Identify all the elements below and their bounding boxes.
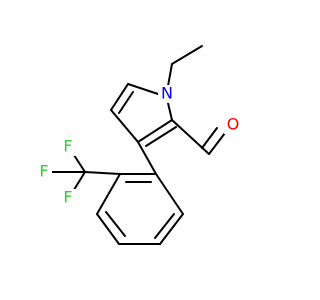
oxygen-atom-label: O	[227, 115, 240, 134]
bond-c3-c2-double	[145, 126, 177, 147]
bond-c2-n	[167, 102, 173, 121]
fluorine-atom-label-1: F	[63, 137, 72, 156]
fluorine-atom-label-3: F	[63, 188, 72, 207]
bond-cho-o	[208, 132, 226, 155]
bond-benzene-2-3	[159, 213, 184, 245]
fluorine-label-bg-2	[36, 163, 52, 181]
bond-c5-c4	[110, 83, 129, 111]
nitrogen-atom-label: N	[161, 84, 173, 103]
bond-c2-cho	[171, 119, 210, 155]
bond-c3-c2	[137, 119, 173, 143]
bond-benzene-4-5	[96, 213, 120, 245]
bond-benzene-5-6	[96, 173, 121, 215]
molecule-canvas: N O F F F	[36, 45, 242, 245]
fluorine-label-bg-3	[60, 189, 76, 207]
bond-ethyl-ch3-ch2	[171, 45, 203, 65]
bond-benzene-4-5-double	[105, 211, 126, 237]
fluorine-atom-label-2: F	[39, 162, 48, 181]
bond-benzene-1-2	[155, 173, 184, 215]
bond-c3-phenyl	[137, 141, 157, 175]
bond-n-c5	[127, 83, 159, 95]
bond-c4-c3	[110, 109, 139, 143]
molecule-diagram: N O F F F	[36, 45, 242, 245]
nitrogen-label-bg	[158, 85, 176, 103]
bond-c5-c4-double	[118, 91, 134, 114]
bond-cho-o-double	[201, 127, 218, 149]
bond-benzene-2-3-double	[154, 213, 175, 239]
fluorine-label-bg-1	[60, 138, 76, 156]
oxygen-label-bg	[224, 116, 242, 134]
bond-ring-cf3	[84, 171, 121, 175]
bond-ethyl-ch2-n	[167, 63, 173, 87]
